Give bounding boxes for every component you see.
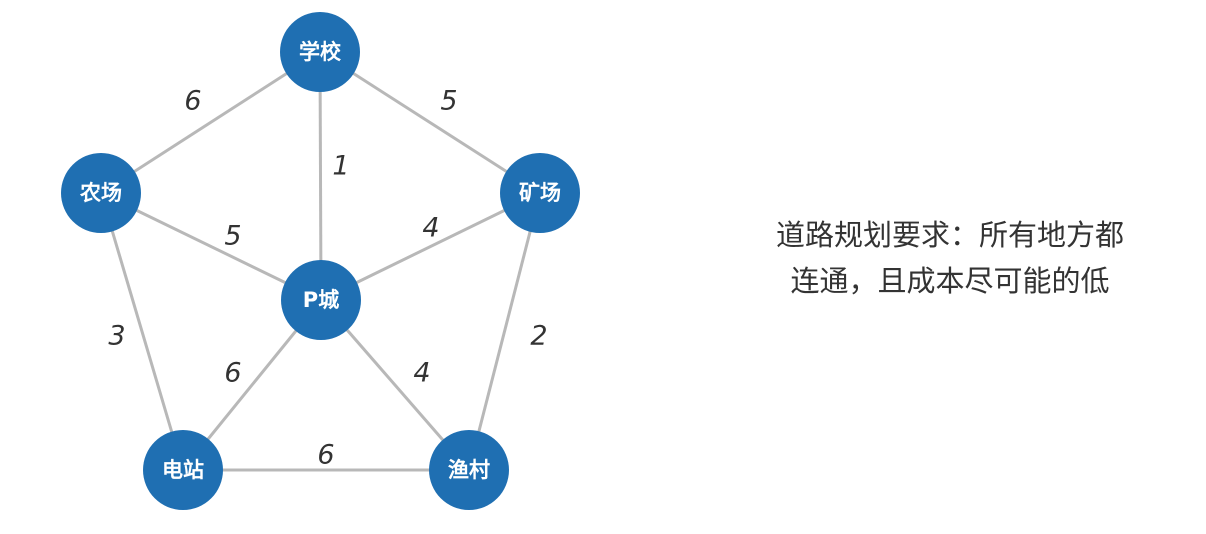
edge-mine-city	[320, 191, 541, 302]
node-circle-fishing	[429, 430, 509, 510]
node-label-school: 学校	[299, 40, 342, 64]
node-circle-power	[143, 430, 223, 510]
edge-school-mine	[319, 50, 541, 195]
node-city: P城	[281, 260, 361, 340]
node-label-farm: 农场	[79, 181, 122, 205]
edge-weight-power-fishing: 6	[317, 440, 334, 471]
edge-weight-city-power: 6	[224, 358, 241, 389]
edge-weight-school-mine: 5	[440, 86, 457, 117]
node-label-mine: 矿场	[519, 181, 561, 205]
edge-school-city	[318, 51, 323, 301]
edge-weight-school-city: 1	[332, 151, 349, 182]
node-circle-school	[280, 12, 360, 92]
node-label-power: 电站	[162, 458, 204, 482]
node-label-city: P城	[303, 288, 339, 312]
node-power: 电站	[143, 430, 223, 510]
edge-mine-fishing	[467, 192, 542, 471]
node-label-fishing: 渔村	[448, 458, 490, 482]
edge-weight-city-fishing: 4	[413, 358, 430, 389]
node-circle-mine	[500, 153, 580, 233]
edge-weight-mine-fishing: 2	[530, 321, 547, 352]
edges-layer	[99, 50, 542, 472]
edge-farm-power	[99, 192, 185, 471]
edge-weight-school-farm: 6	[184, 86, 201, 117]
planning-requirement-text: 道路规划要求：所有地方都 连通，且成本尽可能的低	[740, 212, 1160, 304]
requirement-line-1: 道路规划要求：所有地方都	[775, 218, 1124, 252]
node-circle-farm	[61, 153, 141, 233]
node-school: 学校	[280, 12, 360, 92]
node-circle-city	[281, 260, 361, 340]
edge-farm-city	[100, 191, 322, 302]
edge-school-farm	[100, 50, 321, 195]
node-farm: 农场	[61, 153, 141, 233]
edge-weight-mine-city: 4	[422, 213, 439, 244]
edge-weight-farm-power: 3	[108, 321, 125, 352]
edge-weight-farm-city: 5	[224, 221, 241, 252]
requirement-line-2: 连通，且成本尽可能的低	[790, 264, 1110, 298]
node-mine: 矿场	[500, 153, 580, 233]
node-fishing: 渔村	[429, 430, 509, 510]
edge-labels-layer: 6 5 1 5 4 3 2 6 4 6	[108, 86, 547, 471]
